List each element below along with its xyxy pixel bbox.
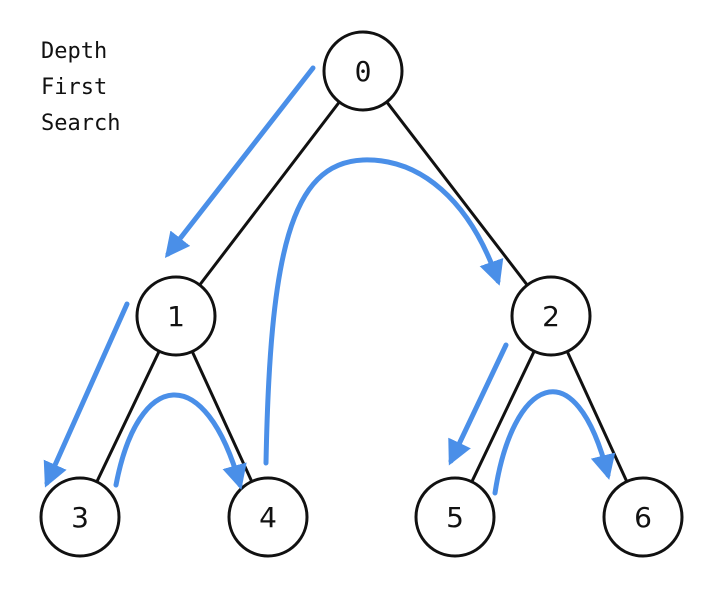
node-circle-0 [322, 30, 404, 112]
tree-edges [95, 101, 629, 483]
traversal-arrow-5-to-6 [492, 389, 616, 496]
traversal-arrow-2-to-5 [448, 342, 509, 466]
diagram-title: Depth First Search [41, 34, 120, 142]
node-6: 6 [602, 476, 684, 558]
node-circle-6 [602, 476, 684, 558]
node-0: 0 [322, 30, 404, 112]
node-label-1: 1 [167, 300, 185, 333]
edge-0-2 [385, 101, 529, 286]
node-1: 1 [135, 275, 217, 357]
tree-nodes: 0 1 2 3 4 5 6 [39, 30, 684, 558]
node-label-3: 3 [71, 501, 89, 534]
node-label-0: 0 [355, 55, 372, 88]
node-label-5: 5 [446, 501, 464, 534]
traversal-arrow-4-to-2 [263, 157, 504, 466]
traversal-arrow-0-to-1 [164, 65, 316, 258]
node-5: 5 [414, 476, 496, 558]
node-3: 3 [39, 476, 121, 558]
node-label-6: 6 [634, 501, 652, 534]
node-circle-2 [510, 275, 592, 357]
node-circle-1 [135, 275, 217, 357]
edge-2-5 [470, 350, 536, 483]
edge-1-3 [95, 350, 161, 483]
traversal-arrows [43, 65, 616, 496]
node-circle-3 [39, 476, 121, 558]
node-4: 4 [227, 476, 309, 558]
node-label-4: 4 [259, 501, 277, 534]
title-line-2: First [41, 75, 108, 100]
title-line-3: Search [41, 111, 121, 136]
traversal-arrow-1-to-3 [43, 301, 130, 488]
edge-2-6 [565, 350, 629, 483]
node-circle-4 [227, 476, 309, 558]
edge-0-1 [198, 101, 341, 286]
node-label-2: 2 [542, 300, 560, 333]
node-circle-5 [414, 476, 496, 558]
traversal-arrow-3-to-4 [113, 392, 247, 490]
title-line-1: Depth [41, 39, 108, 64]
edge-1-4 [190, 350, 254, 483]
node-2: 2 [510, 275, 592, 357]
